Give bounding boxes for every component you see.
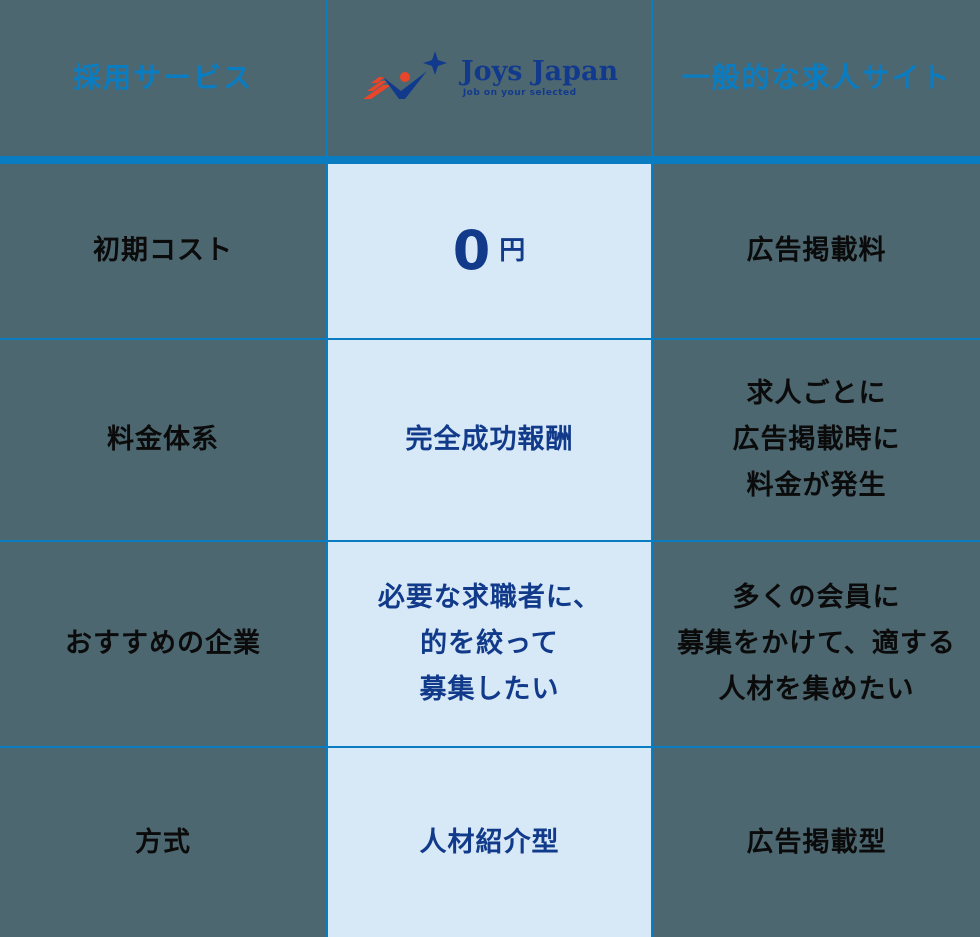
general-method: 広告掲載型 — [746, 826, 887, 858]
general-recommended-companies: 多くの会員に 募集をかけて、適する 人材を集めたい — [677, 582, 956, 705]
header-general-site: 一般的な求人サイト — [681, 61, 952, 94]
row-divider — [0, 746, 980, 748]
divider — [326, 748, 328, 937]
row-label-initial-cost: 初期コスト — [93, 235, 233, 266]
logo: Joys Japan Job on your selected — [361, 47, 618, 109]
divider — [651, 340, 653, 540]
general-fee-structure: 求人ごとに 広告掲載時に 料金が発生 — [732, 378, 901, 501]
logo-tagline: Job on your selected — [462, 88, 577, 98]
header-service: 採用サービス — [72, 61, 253, 94]
header-joys-japan-logo: Joys Japan Job on your selected — [328, 0, 651, 156]
divider — [651, 0, 653, 156]
joys-japan-logo-icon — [362, 51, 447, 99]
joys-initial-cost: 0 円 — [328, 164, 651, 338]
header-divider — [0, 156, 980, 164]
divider — [651, 748, 653, 937]
joys-method: 人材紹介型 — [328, 748, 651, 937]
row-divider — [0, 338, 980, 340]
divider — [326, 542, 328, 746]
divider — [326, 164, 328, 338]
logo-title: Joys Japan — [460, 56, 619, 87]
row-divider — [0, 540, 980, 542]
row-label-fee-structure: 料金体系 — [107, 424, 219, 455]
divider — [326, 0, 328, 156]
divider — [651, 542, 653, 746]
row-label-method: 方式 — [135, 826, 191, 858]
general-initial-cost: 広告掲載料 — [746, 235, 887, 266]
divider — [326, 340, 328, 540]
joys-recommended-companies: 必要な求職者に、 的を絞って 募集したい — [328, 542, 651, 746]
joys-fee-structure: 完全成功報酬 — [328, 340, 651, 540]
price-unit: 円 — [499, 236, 527, 266]
price-value: 0 — [452, 219, 492, 282]
divider — [651, 164, 653, 338]
row-label-recommended-companies: おすすめの企業 — [65, 628, 261, 659]
